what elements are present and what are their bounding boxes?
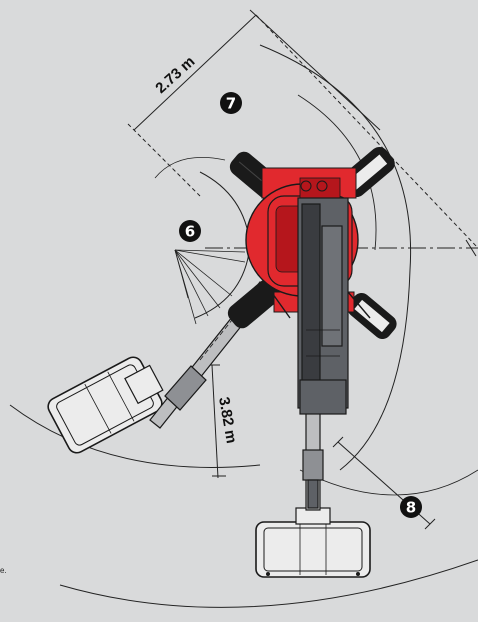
sweep-lines	[174, 249, 246, 325]
platform-bottom	[255, 507, 371, 578]
jib-straight	[302, 409, 324, 511]
platform-swing-dimension	[332, 436, 436, 530]
tail-swing-dimension	[127, 9, 478, 249]
main-boom	[297, 197, 349, 415]
marker-8: 8	[400, 496, 422, 518]
svg-text:6: 6	[185, 223, 195, 241]
marker-6: 6	[179, 220, 201, 242]
marker-7: 7	[220, 92, 242, 114]
platform-rotated	[47, 356, 164, 454]
wheel-rear-right	[347, 293, 397, 339]
centerline-tick	[465, 239, 477, 257]
footnote-fragment: e.	[0, 566, 7, 575]
svg-text:8: 8	[406, 499, 416, 517]
jib-swing-label: 3.82 m	[215, 396, 240, 445]
wheel-rear-left	[227, 279, 281, 329]
svg-text:7: 7	[226, 95, 236, 113]
